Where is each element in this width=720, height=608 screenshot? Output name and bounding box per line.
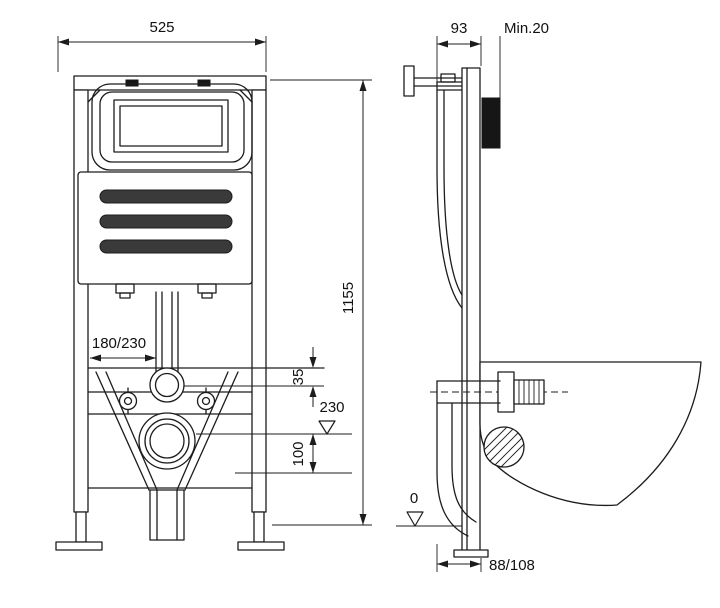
dim-drain-axis-height: 230 (196, 399, 352, 435)
cistern-foot-left (119, 292, 131, 299)
wall-hook (403, 65, 463, 97)
dim-drain-drop-label: 100 (290, 441, 307, 466)
level-symbol-230 (318, 420, 336, 435)
cistern-clip-right (197, 283, 217, 294)
arrowhead-right (145, 354, 156, 362)
outlet-flange (497, 371, 515, 413)
cistern-top (91, 83, 253, 171)
dim-connector-drop-label: 35 (290, 369, 307, 386)
elbow-inner (451, 402, 477, 523)
foot-leg-left (75, 511, 87, 543)
frame-column (461, 67, 481, 557)
cistern-slot-3 (99, 239, 233, 254)
pipe-loop-outer (91, 83, 253, 171)
cistern-slot-2 (99, 214, 233, 229)
dim-frame-depth: 93 (436, 20, 482, 82)
dim-frame-depth-label: 93 (451, 20, 468, 37)
bottom-structure (55, 489, 285, 551)
cistern-clip-left (115, 283, 135, 294)
cistern-body (77, 171, 253, 299)
flush-pipe (155, 291, 179, 373)
dim-drain-drop: 100 (235, 434, 352, 474)
cistern-inner-edge (443, 89, 463, 296)
dim-flush-pipe-offset: 180/230 (90, 335, 156, 362)
arrowhead-top (359, 80, 367, 91)
access-panel-outer (113, 99, 229, 153)
arrowhead-down (309, 357, 317, 368)
dim-outlet-offset-label: 88/108 (489, 557, 535, 574)
elbow-outer (436, 380, 469, 537)
toilet-bowl-profile (430, 361, 702, 507)
dim-outlet-offset: 88/108 (436, 544, 535, 574)
drain-socket (138, 412, 196, 470)
dim-overall-width-label: 525 (149, 19, 174, 36)
support-bracket (95, 371, 239, 491)
dim-min-wall: Min.20 (499, 20, 549, 98)
arrowhead-left (90, 354, 101, 362)
wall-section (481, 97, 501, 149)
mount-section-circle (483, 426, 525, 468)
level-symbol-0 (406, 511, 424, 527)
cistern-foot-right (201, 292, 213, 299)
dim-flush-pipe-offset-label: 180/230 (92, 335, 146, 352)
foot-leg-right (253, 511, 265, 543)
dim-min-wall-label: Min.20 (504, 20, 549, 37)
front-view: 525 (55, 19, 372, 551)
cistern-slot-1 (99, 189, 233, 204)
frame-left-rail (73, 89, 89, 513)
dim-floor-level: 0 (396, 490, 462, 527)
column-profile (461, 67, 481, 557)
corner-gusset-right (239, 89, 253, 103)
arrowhead-left (437, 560, 448, 568)
frame-top-bar (73, 75, 267, 91)
dim-overall-height: 1155 (270, 79, 372, 526)
arrowhead-up (309, 386, 317, 397)
arrowhead-left (437, 40, 448, 48)
dim-overall-width: 525 (57, 19, 267, 72)
arrowhead-right (470, 40, 481, 48)
drain-elbow (436, 380, 501, 537)
frame-right-rail (251, 89, 267, 513)
arrowhead-right (470, 560, 481, 568)
bolt-right (196, 391, 216, 411)
arrowhead-left (58, 38, 69, 46)
pipe-loop-inner (99, 91, 245, 163)
dim-connector-drop: 35 (184, 347, 324, 407)
mounting-tab-left (125, 79, 139, 87)
arrowhead-bottom (309, 462, 317, 473)
side-view: 93 Min.20 (396, 20, 702, 574)
base-plate-left (55, 541, 103, 551)
arrowhead-bottom (359, 514, 367, 525)
cistern-profile (436, 73, 463, 309)
dim-drain-axis-label: 230 (319, 399, 344, 416)
access-panel-inner (119, 105, 223, 147)
arrowhead-right (255, 38, 266, 46)
dim-floor-level-label: 0 (410, 490, 418, 507)
drain-duct (149, 489, 185, 541)
hook-plate (403, 65, 415, 97)
corner-gusset-left (87, 89, 101, 103)
mounting-tab-right (197, 79, 211, 87)
bolt-left (118, 391, 138, 411)
column-base-plate (453, 549, 489, 558)
arrowhead-top (309, 434, 317, 445)
dim-overall-height-label: 1155 (340, 282, 357, 314)
base-plate-right (237, 541, 285, 551)
cistern-front-edge (436, 81, 463, 309)
flush-connector (149, 367, 185, 403)
mounting-bolts (118, 387, 216, 415)
